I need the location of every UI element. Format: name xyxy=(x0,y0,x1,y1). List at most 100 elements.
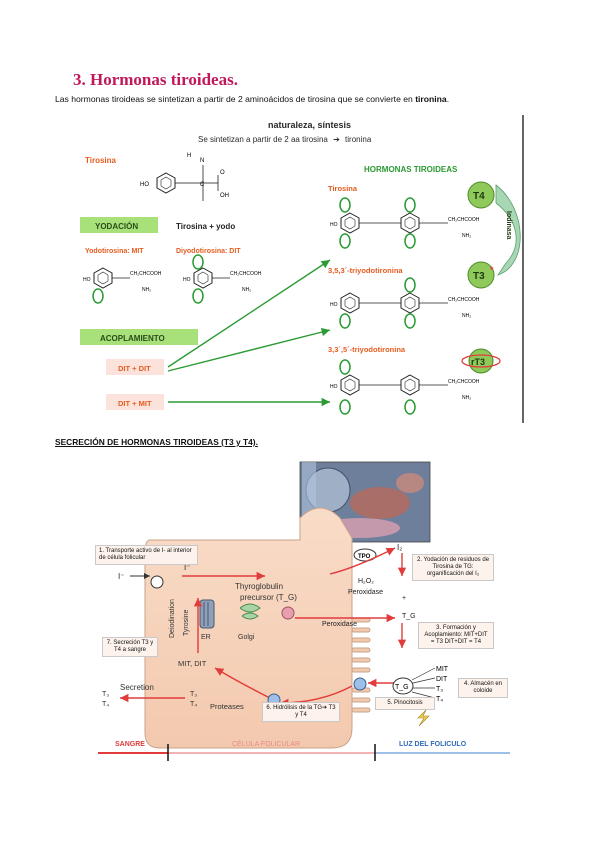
svg-text:NH₂: NH₂ xyxy=(462,233,471,239)
iodide-mid: I⁻ xyxy=(184,563,190,572)
step3-box: 3. Formación y Acoplamiento: MIT+DIT = T… xyxy=(418,622,494,649)
intro-bold: tironina xyxy=(415,94,447,104)
colloid-tg-label: T_G xyxy=(395,684,409,691)
dit-label: Diyodotirosina: DIT xyxy=(176,248,241,255)
vesicle-right xyxy=(353,677,367,691)
t4-badge-label: T4 xyxy=(473,191,485,202)
hormonas-heading: HORMONAS TIROIDEAS xyxy=(364,165,458,174)
svg-text:CH₂CHCOOH: CH₂CHCOOH xyxy=(448,297,480,303)
svg-text:NH₂: NH₂ xyxy=(462,313,471,319)
colloid-t4: T₄ xyxy=(436,696,443,703)
celula-label: CÉLULA FOLICULAR xyxy=(232,741,301,748)
luz-label: LUZ DEL FOLICULO xyxy=(399,741,467,748)
golgi-label: Golgi xyxy=(238,634,255,641)
colloid-dit: DIT xyxy=(436,676,448,683)
dit-dit-box xyxy=(106,359,164,375)
golgi-organelle xyxy=(239,603,261,620)
secretion-label: Secretion xyxy=(120,683,154,692)
rt3-badge-label: rT3 xyxy=(471,357,485,367)
tirosina-label: Tirosina xyxy=(85,156,117,165)
t3-badge xyxy=(467,261,495,289)
sangre-label: SANGRE xyxy=(115,741,145,748)
t4-structure: HO CH₂CHCOOH NH₂ xyxy=(330,197,480,249)
tg-plus: + xyxy=(402,595,406,602)
svg-text:N: N xyxy=(200,158,204,164)
iodide-transporter xyxy=(150,575,164,589)
dit-mit-box xyxy=(106,394,164,410)
deiodination-label: Deiodination xyxy=(169,599,176,638)
step2-box: 2. Yodación de residuos de Tirosina de T… xyxy=(412,554,494,581)
tg-label: T_G xyxy=(402,613,416,620)
rt3-badge-ring xyxy=(461,354,501,368)
tyrosine-structure: HO H N C O OH xyxy=(140,153,229,201)
tirosina-yodo: Tirosina + yodo xyxy=(176,222,235,231)
svg-text:CH₂CHCOOH: CH₂CHCOOH xyxy=(448,379,480,385)
svg-text:NH₂: NH₂ xyxy=(142,287,151,293)
intro-suffix: . xyxy=(446,94,450,104)
synthesis-subheading: Se sintetizan a partir de 2 aa tirosina … xyxy=(198,135,372,144)
acoplamiento-box xyxy=(80,329,198,345)
iodide-left: I⁻ xyxy=(118,572,124,581)
tpo-label: TPO xyxy=(358,554,371,560)
arrow-to-t4 xyxy=(167,259,331,368)
colloid-t3: T₃ xyxy=(436,686,443,693)
yodacion-box xyxy=(80,217,158,233)
svg-text:NH₂: NH₂ xyxy=(242,287,251,293)
dit-dit-label: DIT + DIT xyxy=(118,364,151,373)
step4-box: 4. Almacén en coloide xyxy=(458,678,508,698)
svg-text:HO: HO xyxy=(330,384,338,390)
microvilli xyxy=(351,617,371,713)
tyrosine-label: Tyrosine xyxy=(183,609,190,636)
mit-structure: HO CH₂CHCOOH NH₂ xyxy=(83,267,162,304)
peroxidase2-label: Peroxidase xyxy=(322,621,357,628)
dit-structure: HO CH₂CHCOOH NH₂ xyxy=(183,254,262,304)
svg-text:HO: HO xyxy=(330,222,338,228)
iodinasa-arrow xyxy=(495,184,521,276)
precursor-label: precursor (T_G) xyxy=(240,593,297,602)
er-label: ER xyxy=(201,634,211,641)
colloid-lines xyxy=(411,667,436,699)
svg-text:NH₂: NH₂ xyxy=(462,395,471,401)
synthesis-heading: naturaleza, síntesis xyxy=(268,120,351,130)
er-organelle xyxy=(199,599,215,629)
t3-structure: HO CH₂CHCOOH NH₂ xyxy=(330,277,480,329)
dit-mit-label: DIT + MIT xyxy=(118,399,152,408)
svg-text:C: C xyxy=(200,182,205,188)
tg-vesicle xyxy=(281,606,295,620)
synthesis-figure: naturaleza, síntesis Se sintetizan a par… xyxy=(58,115,524,423)
t4-left: T₄ xyxy=(102,701,109,708)
arrow-dit-dit-t3 xyxy=(167,327,331,372)
intro-paragraph: Las hormonas tiroideas se sintetizan a p… xyxy=(55,94,449,104)
step1-box: 1. Transporte activo de I- al interior d… xyxy=(95,545,198,565)
rt3-structure: HO CH₂CHCOOH NH₂ xyxy=(330,359,480,415)
intro-prefix: Las hormonas tiroideas se sintetizan a p… xyxy=(55,94,416,104)
t4-mid: T₄ xyxy=(190,701,197,708)
mit-label: Yodotirosina: MIT xyxy=(85,248,144,255)
section-title: Hormonas tiroideas. xyxy=(90,70,238,89)
svg-text:OH: OH xyxy=(220,193,229,199)
colloid-mit: MIT xyxy=(436,666,449,673)
i2-label: I₂ xyxy=(397,543,402,552)
t3-badge-mark: * xyxy=(490,265,494,275)
t3-name: 3,5,3´-triyodotironina xyxy=(328,266,403,275)
tpo-ellipse xyxy=(353,548,377,562)
section-heading: 3. Hormonas tiroideas. xyxy=(73,70,238,90)
yodacion-label: YODACIÓN xyxy=(95,222,138,231)
svg-text:HO: HO xyxy=(183,277,191,283)
t3-left: T₃ xyxy=(102,691,109,698)
colloid-tg xyxy=(392,677,414,695)
secretion-figure: TPO I₂ H₂O₂ Peroxidase + T_G Peroxidase … xyxy=(98,461,510,761)
svg-text:CH₂CHCOOH: CH₂CHCOOH xyxy=(448,217,480,223)
peroxidase1-label: Peroxidase xyxy=(348,589,383,596)
svg-text:H: H xyxy=(187,153,191,159)
t3-mid: T₃ xyxy=(190,691,197,698)
arrow-to-mit-dit xyxy=(214,667,271,699)
step6-box: 6. Hidrólisis de la TG➔ T3 y T4 xyxy=(262,702,340,722)
rt3-name: 3,3´,5´-triyodotironina xyxy=(328,345,406,354)
t3-badge-label: T3 xyxy=(473,271,485,282)
tirosina-right: Tirosina xyxy=(328,184,358,193)
svg-text:CH₂CHCOOH: CH₂CHCOOH xyxy=(130,271,162,277)
t4-badge xyxy=(467,181,495,209)
svg-text:HO: HO xyxy=(330,302,338,308)
proteases-label: Proteases xyxy=(210,702,244,711)
